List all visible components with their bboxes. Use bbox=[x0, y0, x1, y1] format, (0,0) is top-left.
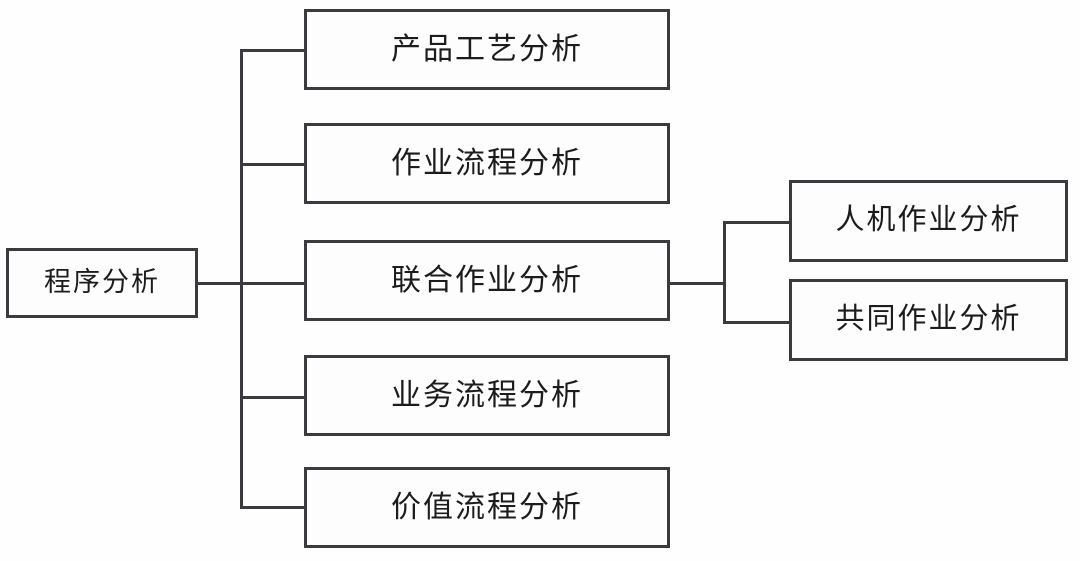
node-branch-2-label: 作业流程分析 bbox=[391, 147, 583, 180]
connector-branch-5 bbox=[240, 506, 305, 509]
connector-branch-1 bbox=[240, 49, 305, 52]
node-branch-4-label: 业务流程分析 bbox=[391, 379, 583, 412]
connector-branch3-to-right-trunk bbox=[669, 282, 726, 285]
node-branch-2[interactable]: 作业流程分析 bbox=[304, 123, 670, 204]
node-branch-5-label: 价值流程分析 bbox=[391, 491, 583, 524]
node-root[interactable]: 程序分析 bbox=[6, 248, 198, 318]
connector-branch-2 bbox=[240, 163, 305, 166]
connector-root-to-trunk bbox=[198, 282, 243, 285]
node-branch-1-label: 产品工艺分析 bbox=[391, 33, 583, 66]
connector-sub-branch-1 bbox=[723, 221, 791, 224]
node-branch-5[interactable]: 价值流程分析 bbox=[304, 467, 670, 548]
node-sub-branch-2-label: 共同作业分析 bbox=[835, 303, 1022, 336]
node-branch-3[interactable]: 联合作业分析 bbox=[304, 240, 670, 321]
connector-left-trunk bbox=[240, 50, 243, 509]
connector-sub-branch-2 bbox=[723, 321, 791, 324]
connector-right-trunk bbox=[723, 221, 726, 324]
node-branch-3-label: 联合作业分析 bbox=[391, 264, 583, 297]
node-sub-branch-1[interactable]: 人机作业分析 bbox=[789, 180, 1068, 262]
node-root-label: 程序分析 bbox=[44, 267, 160, 298]
connector-branch-4 bbox=[240, 396, 305, 399]
node-branch-4[interactable]: 业务流程分析 bbox=[304, 355, 670, 436]
connector-branch-3 bbox=[240, 282, 305, 285]
node-branch-1[interactable]: 产品工艺分析 bbox=[304, 9, 670, 90]
node-sub-branch-2[interactable]: 共同作业分析 bbox=[789, 279, 1068, 361]
node-sub-branch-1-label: 人机作业分析 bbox=[835, 204, 1022, 237]
